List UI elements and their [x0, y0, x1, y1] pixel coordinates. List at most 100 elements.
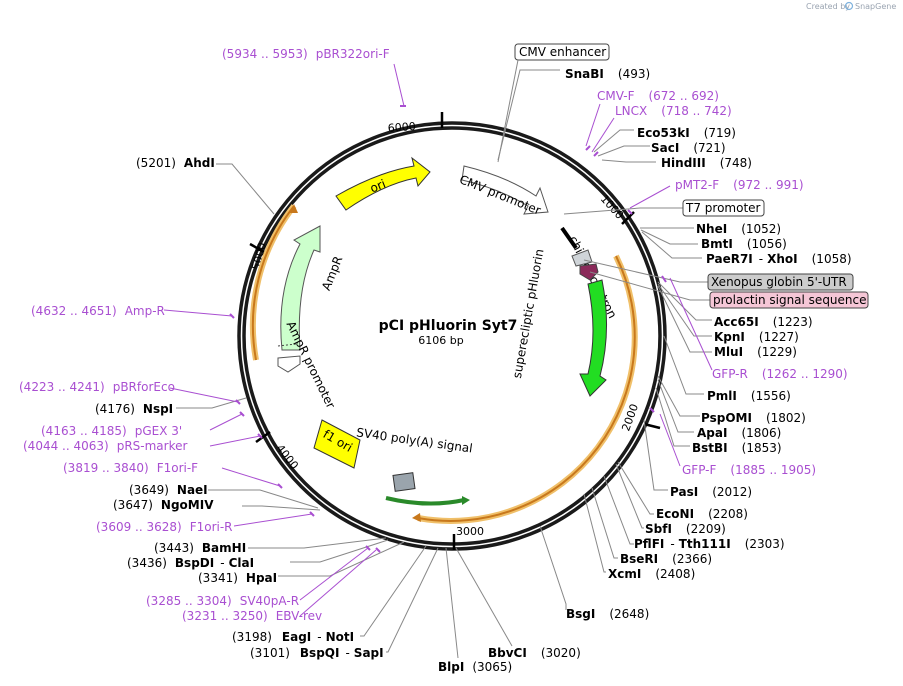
leader-cmv-f	[585, 103, 601, 147]
primer-gfp-f-name: GFP-F	[682, 463, 717, 477]
xenopus-utr-box	[707, 273, 854, 291]
snapgene-credit: Created by SnapGene	[806, 1, 896, 11]
prolactin-signal-box	[709, 291, 869, 309]
leader-nspi	[176, 397, 247, 409]
leader-f1ori-r	[233, 513, 313, 527]
primer-prs-marker: (4044 .. 4063)pRS-marker	[23, 439, 187, 453]
enzyme-econi-name: EcoNI	[656, 507, 694, 521]
primer-f1ori-r-range: (3609 .. 3628)	[96, 520, 182, 534]
primer-cmv-f-range: (672 .. 692)	[648, 89, 718, 103]
enzyme-ahdi: (5201)AhdI	[136, 156, 215, 170]
enzyme-hpai: (3341)HpaI	[198, 571, 277, 585]
enzyme-naei-name: NaeI	[177, 483, 208, 497]
primer-prs-marker-name: pRS-marker	[117, 439, 188, 453]
snapgene-logo-icon	[844, 1, 854, 11]
orf-arc-left	[251, 205, 295, 361]
sv40-green-arrowhead	[462, 496, 470, 505]
primer-ebv-rev: (3231 .. 3250)EBV-rev	[182, 609, 322, 623]
enzyme-blpi-name: BlpI	[438, 660, 464, 674]
enzyme-acc65i: Acc65I(1223)	[714, 315, 813, 329]
pHluorin-label: superecliptic pHluorin	[510, 248, 547, 379]
leader-gfp-r	[669, 277, 713, 371]
enzyme-hindiii: HindIII (748)	[661, 156, 752, 170]
leader-mlui	[657, 285, 712, 353]
tick-6000-label: 6000	[387, 120, 416, 135]
plasmid-name: pCI pHluorin Syt7	[379, 318, 518, 334]
mark-pgex3	[239, 411, 245, 417]
mark-ebv-rev	[375, 547, 381, 553]
mark-sv40pa-r	[365, 545, 371, 551]
enzyme-mlui: MluI(1229)	[714, 345, 797, 359]
enzyme-pflfi-name: PflFI	[634, 537, 664, 551]
tick-2000-mark	[643, 422, 661, 430]
enzyme-bstbi-name: BstBI	[692, 441, 728, 455]
ampr-arrow	[280, 225, 321, 351]
leader-ahdi	[216, 163, 275, 215]
primer-f1ori-f: (3819 .. 3840)F1ori-F	[63, 461, 198, 475]
leader-eco53ki	[593, 129, 634, 153]
enzyme-bspdi-name: BspDI	[175, 556, 214, 570]
primer-pgex3-range: (4163 .. 4185)	[41, 424, 127, 438]
enzyme-xhoi-name: XhoI	[767, 252, 798, 266]
enzyme-eagi-pos: (3198)	[232, 630, 272, 644]
enzyme-sbfi-pos: (2209)	[686, 522, 726, 536]
primer-pbrforeco-range: (4223 .. 4241)	[19, 380, 105, 394]
enzyme-leader-lines	[176, 69, 712, 659]
primer-leader-lines	[163, 63, 713, 617]
leader-hpai	[278, 541, 405, 577]
enzyme-bbvci-name: BbvCI	[488, 646, 527, 660]
enzyme-hindiii-pos: (748)	[720, 156, 752, 170]
enzyme-bsgi: BsgI (2648)	[566, 607, 649, 621]
primer-f1ori-f-range: (3819 .. 3840)	[63, 461, 149, 475]
f1-ori-shape	[313, 419, 361, 469]
tick-4000-mark	[255, 430, 271, 444]
primer-lncx-range: (718 .. 742)	[661, 104, 731, 118]
leader-apai	[657, 379, 694, 433]
leader-bseri	[591, 487, 618, 559]
enzyme-eco53ki: Eco53kI(719)	[637, 126, 736, 140]
leader-pasi	[643, 419, 668, 491]
primer-gfp-f-range: (1885 .. 1905)	[730, 463, 816, 477]
enzyme-bmti: BmtI(1056)	[701, 237, 787, 251]
enzyme-xcmi-pos: (2408)	[655, 567, 695, 581]
orf-arc-left-arrowhead	[290, 204, 298, 213]
leader-ebv-rev	[299, 549, 377, 617]
enzyme-kpni-pos: (1227)	[759, 330, 799, 344]
enzyme-naei: (3649)NaeI	[129, 483, 208, 497]
leader-pmt2-f	[629, 185, 671, 209]
enzyme-nhei-pos: (1052)	[741, 222, 781, 236]
cmv-enhancer-box	[514, 43, 610, 61]
enzyme-nspi-pos: (4176)	[95, 402, 135, 416]
enzyme-hindiii-name: HindIII	[661, 156, 706, 170]
enzyme-hpai-pos: (3341)	[198, 571, 238, 585]
primer-f1ori-r-name: F1ori-R	[190, 520, 233, 534]
primer-pgex3: (4163 .. 4185)pGEX 3'	[41, 424, 182, 438]
enzyme-bsgi-pos: (2648)	[609, 607, 649, 621]
enzyme-apai-pos: (1806)	[741, 426, 781, 440]
cmv-promoter-arrow	[461, 165, 549, 215]
mark-pbrforeco	[235, 399, 241, 405]
primer-pbr322ori-f-range: (5934 .. 5953)	[222, 47, 308, 61]
backbone-outer-strand	[237, 121, 667, 551]
enzyme-pmli-name: PmlI	[707, 389, 737, 403]
primer-ebv-rev-range: (3231 .. 3250)	[182, 609, 268, 623]
leader-lncx	[591, 117, 615, 153]
primer-sv40pa-r-range: (3285 .. 3304)	[146, 594, 232, 608]
enzyme-bsgi-name: BsgI	[566, 607, 595, 621]
sv40-green-arc	[385, 496, 465, 506]
enzyme-bstbi-pos: (1853)	[742, 441, 782, 455]
primer-gfp-r-range: (1262 .. 1290)	[762, 367, 848, 381]
enzyme-eagi-noti: (3198)EagI-NotI	[232, 630, 354, 644]
leader-xcmi	[583, 493, 606, 573]
enzyme-bbvci-pos: (3020)	[541, 646, 581, 660]
primer-amp-r-name: Amp-R	[125, 304, 165, 318]
major-ticks	[249, 112, 661, 550]
leader-pmli	[663, 335, 704, 395]
prolactin-signal-label: prolactin signal sequence	[713, 293, 867, 307]
leader-amp-r	[163, 309, 233, 317]
enzyme-bmti-pos: (1056)	[747, 237, 787, 251]
leader-gfp-f	[659, 413, 681, 467]
leader-pflfi	[603, 475, 634, 545]
leader-ngomiv	[242, 505, 321, 511]
